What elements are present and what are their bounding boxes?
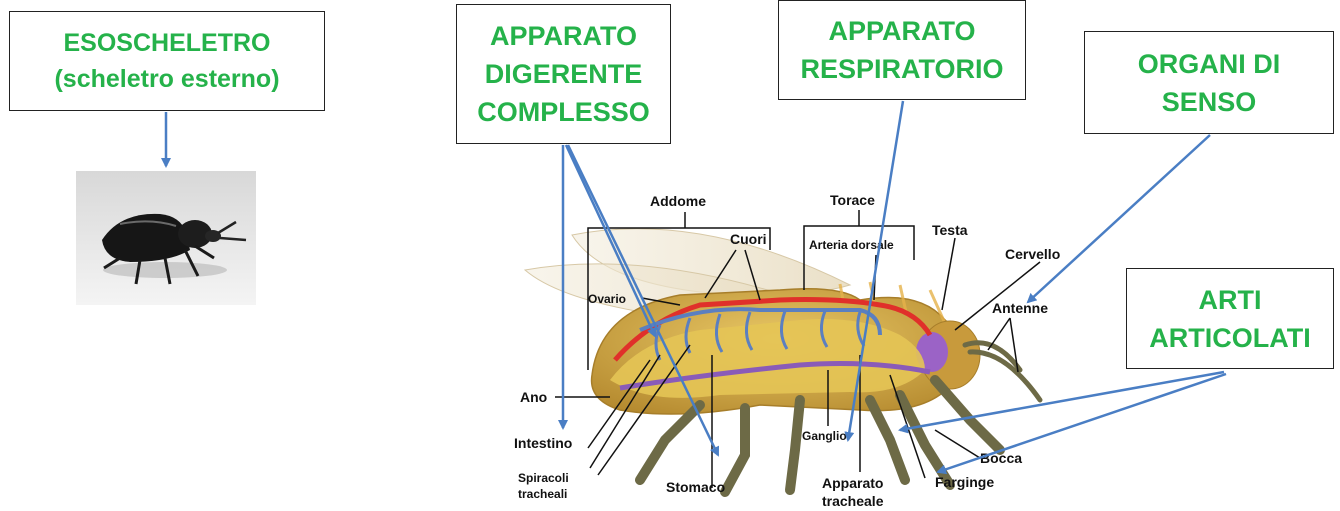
label-bocca: Bocca — [980, 450, 1022, 466]
label-torace: Torace — [830, 192, 875, 208]
label-cervello: Cervello — [1005, 246, 1060, 262]
label-stomaco: Stomaco — [666, 479, 725, 495]
label-spiracoli: Spiracoli — [518, 471, 569, 485]
arrow-senses — [1028, 135, 1210, 302]
label-ganglio: Ganglio — [802, 429, 847, 443]
arrow-limbs-2 — [938, 374, 1226, 472]
label-antenne: Antenne — [992, 300, 1048, 316]
label-apparato: Apparato — [822, 475, 883, 491]
label-ano: Ano — [520, 389, 547, 405]
beetle-photo — [76, 171, 256, 305]
label-tracheali: tracheali — [518, 487, 567, 501]
label-faringe: Farginge — [935, 474, 994, 490]
label-tracheale: tracheale — [822, 493, 884, 509]
label-addome: Addome — [650, 193, 706, 209]
label-intestino: Intestino — [514, 435, 572, 451]
label-ovario: Ovario — [588, 292, 626, 306]
label-testa: Testa — [932, 222, 968, 238]
label-cuori: Cuori — [730, 231, 767, 247]
